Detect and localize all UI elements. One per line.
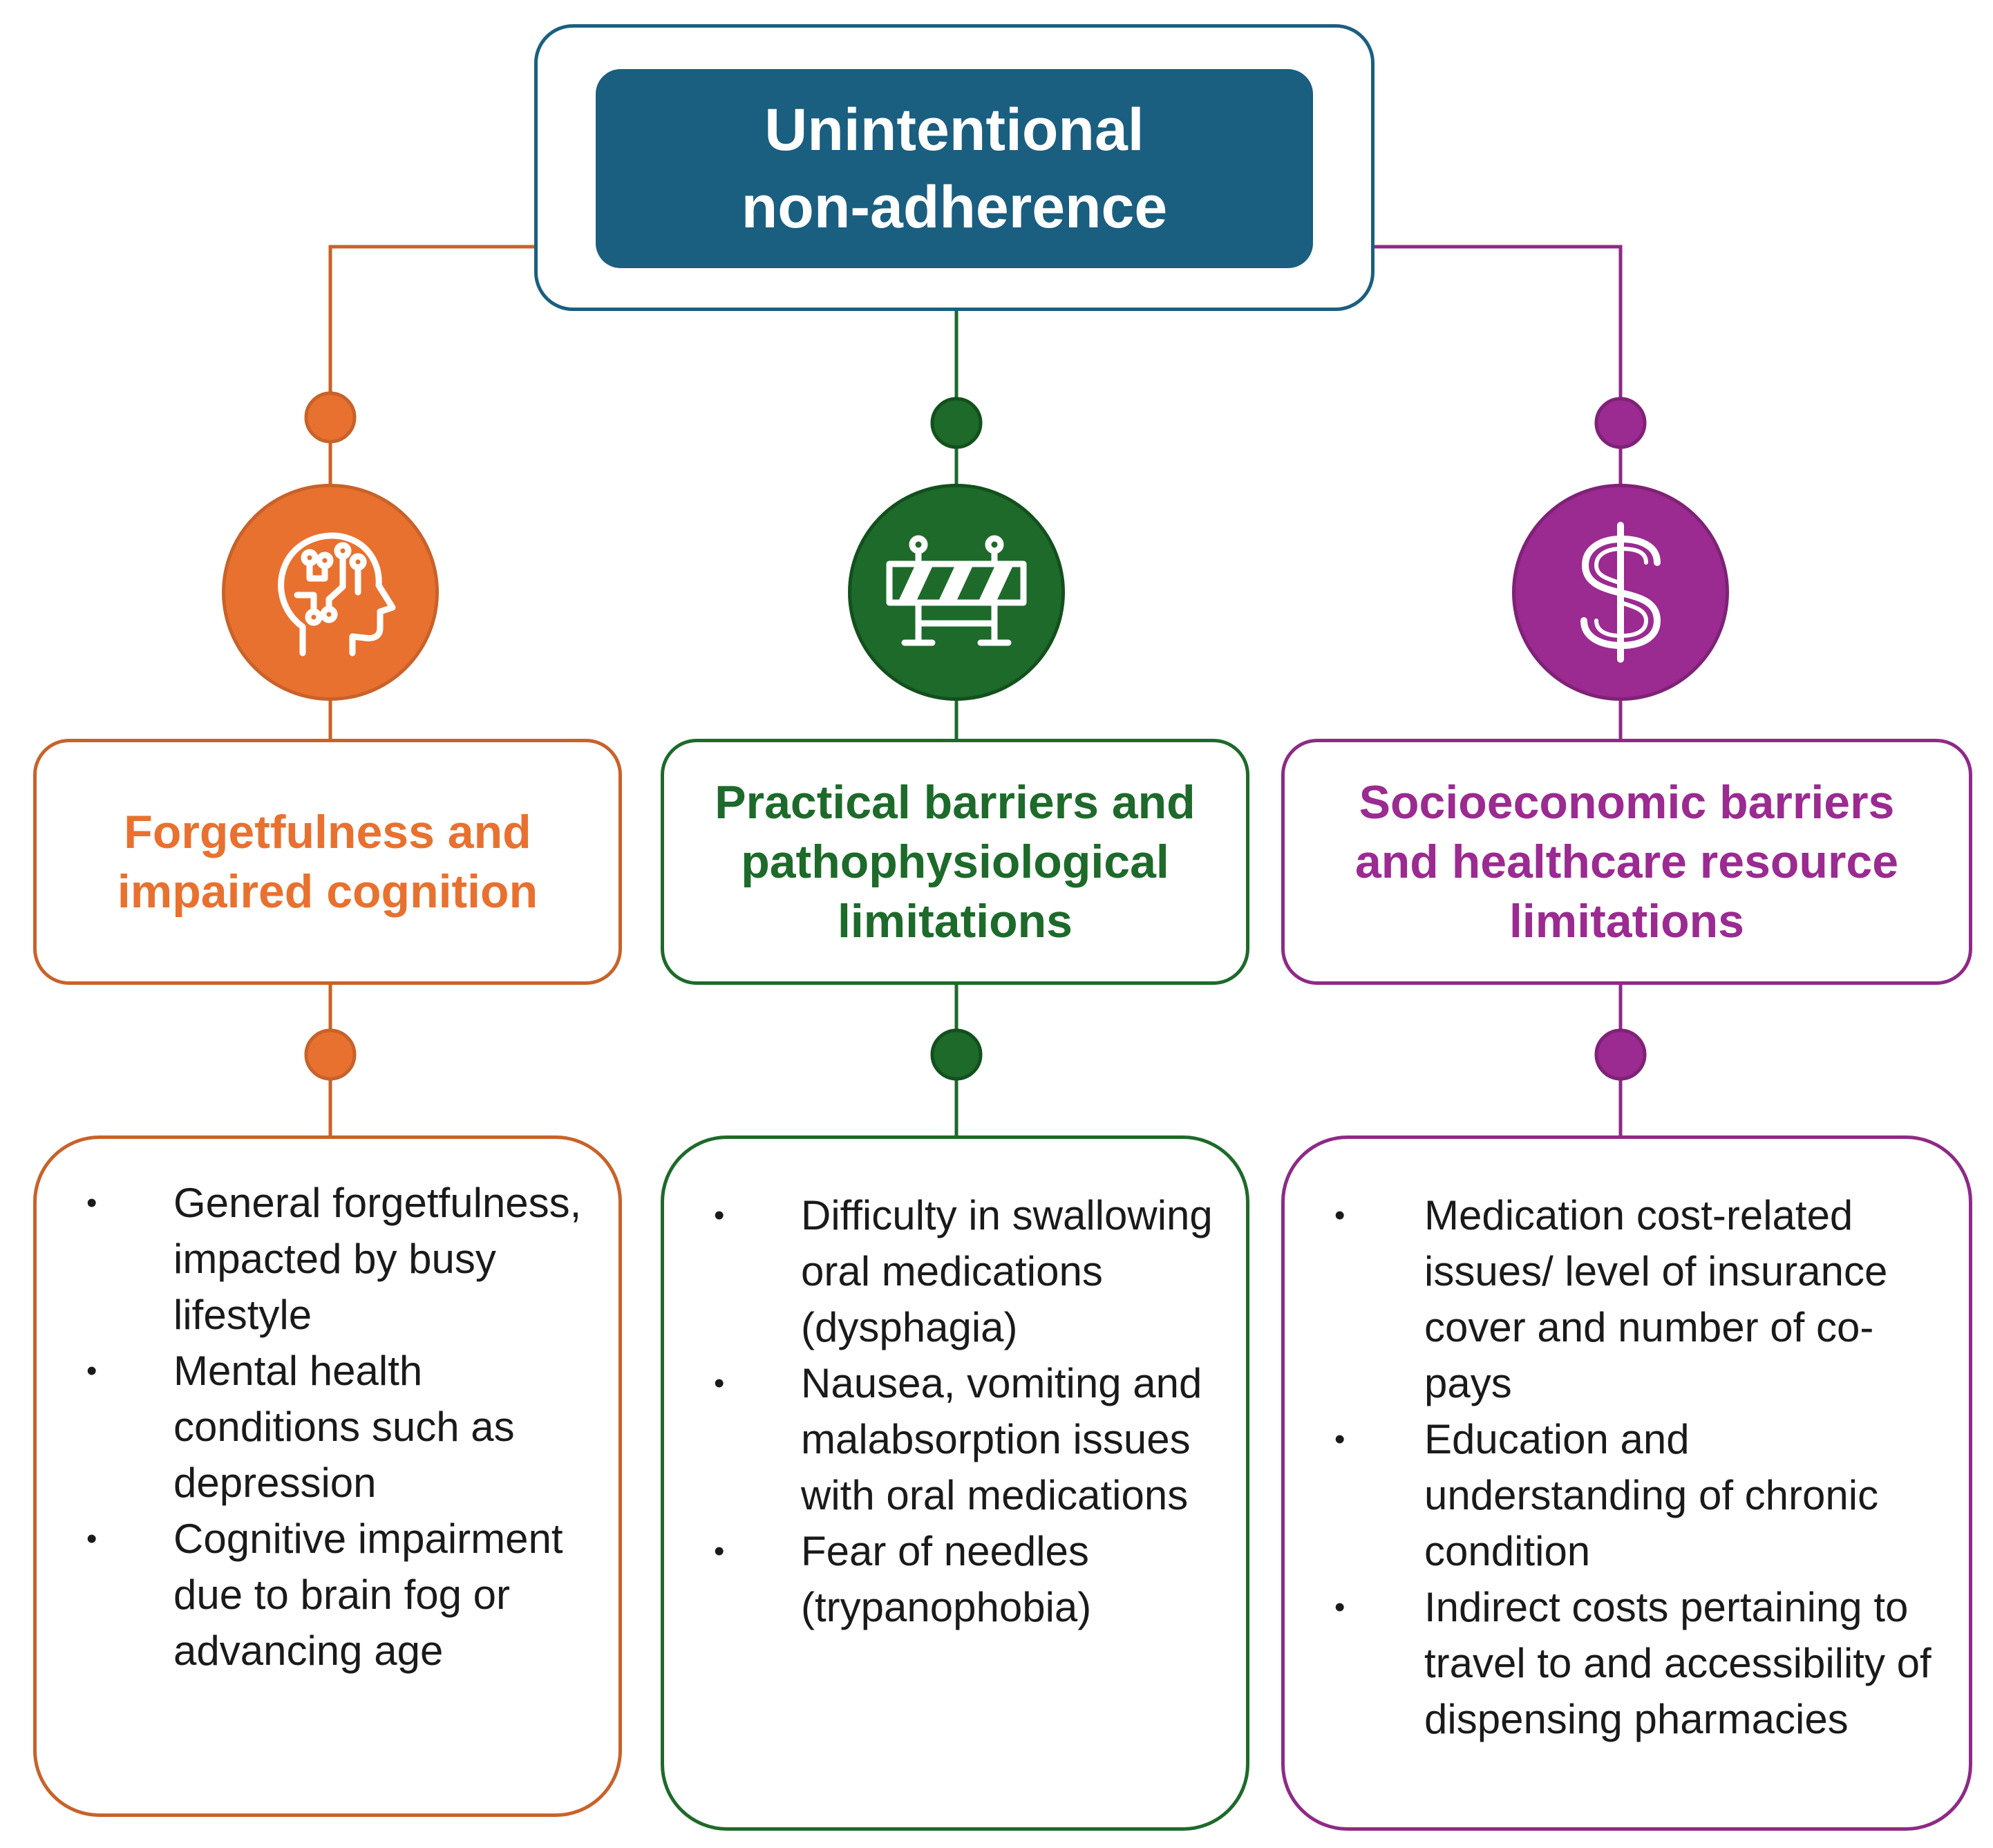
connector-purple-top <box>1375 245 1623 484</box>
road-barrier-icon <box>886 535 1027 646</box>
dot-purple-bottom <box>1594 1028 1647 1081</box>
category-title-practical: Practical barriers and pathophysiologica… <box>715 776 1196 947</box>
brain-circuit-icon <box>278 532 396 657</box>
category-box-practical: Practical barriers and pathophysiologica… <box>661 739 1249 985</box>
items-box-socioeconomic: Medication cost-related issues/ level of… <box>1281 1135 1972 1831</box>
category-icon-circle-cognition <box>222 484 439 701</box>
list-item: Nausea, vomiting and malabsorption issue… <box>664 1355 1218 1523</box>
items-list-cognition: General forgetfulness, impacted by busy … <box>37 1175 591 1679</box>
list-item: Cognitive impairment due to brain fog or… <box>37 1511 591 1679</box>
category-title-socioeconomic: Socioeconomic barriers and healthcare re… <box>1354 776 1899 947</box>
items-box-cognition: General forgetfulness, impacted by busy … <box>33 1135 622 1817</box>
list-item: Medication cost-related issues/ level of… <box>1285 1187 1944 1411</box>
root-node: Unintentional non-adherence <box>596 69 1313 268</box>
items-list-socioeconomic: Medication cost-related issues/ level of… <box>1285 1187 1944 1747</box>
category-icon-circle-practical <box>848 484 1065 701</box>
root-title: Unintentional non-adherence <box>741 97 1168 241</box>
list-item: Indirect costs pertaining to travel to a… <box>1285 1579 1944 1747</box>
items-list-practical: Difficulty in swallowing oral medication… <box>664 1187 1218 1635</box>
category-title-cognition: Forgetfulness and impaired cognition <box>117 806 538 918</box>
connector-orange-top <box>328 245 534 484</box>
list-item: Education and understanding of chronic c… <box>1285 1411 1944 1579</box>
dollar-sign-icon <box>1580 522 1661 663</box>
dot-purple-top <box>1594 397 1647 449</box>
list-item: Mental health conditions such as depress… <box>37 1343 591 1511</box>
list-item: General forgetfulness, impacted by busy … <box>37 1175 591 1343</box>
items-box-practical: Difficulty in swallowing oral medication… <box>661 1135 1249 1831</box>
dot-green-top <box>930 397 983 449</box>
dot-orange-top <box>304 391 357 444</box>
list-item: Fear of needles (trypanophobia) <box>664 1523 1218 1635</box>
list-item: Difficulty in swallowing oral medication… <box>664 1187 1218 1355</box>
dot-green-bottom <box>930 1028 983 1081</box>
dot-orange-bottom <box>304 1028 357 1081</box>
category-icon-circle-socioeconomic <box>1512 484 1729 701</box>
category-box-socioeconomic: Socioeconomic barriers and healthcare re… <box>1281 739 1972 985</box>
category-box-cognition: Forgetfulness and impaired cognition <box>33 739 622 985</box>
